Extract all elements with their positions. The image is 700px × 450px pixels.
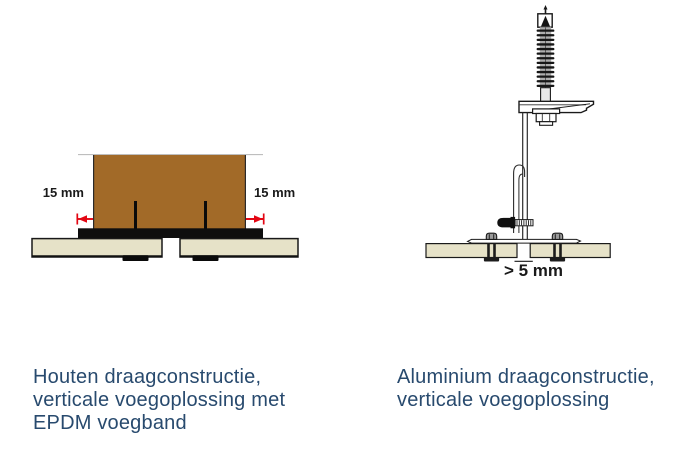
rivet-cap-right [551,232,564,240]
rivet-body-left [493,243,496,258]
rivet-body-right [553,243,556,258]
thread-rib [536,66,555,69]
rivet-body-right [559,243,562,258]
facade-panel-left [425,243,518,259]
caption-line: verticale voegoplossing met [33,389,286,411]
caption-line: Houten draagconstructie, [33,366,262,388]
profile-hook-outer [513,164,526,233]
thread-rib [536,34,555,37]
facade-panel-right [179,237,299,258]
epdm-band [78,228,263,238]
thread-rib [536,70,555,74]
wood-beam [93,155,246,229]
washer [531,108,561,115]
dimension-label-left: 15 mm [42,185,84,200]
bolt-head [497,217,511,228]
anchor-cone [541,15,550,27]
thread-rib [536,84,555,87]
facade-panel-right [529,243,611,259]
joint-plate [466,238,582,244]
thread-rib [536,80,555,83]
dimension-arrowhead-right [254,215,263,223]
caption-line: verticale voegoplossing [397,389,610,411]
thread-rib [536,61,555,64]
bolt-thread-hatch [516,220,532,226]
thread-rib [536,29,555,32]
thread-rib [536,38,555,41]
caption-wood-construction: Houten draagconstructie, verticale voego… [33,366,285,435]
rivet-foot-right [549,257,566,262]
caption-line: Aluminium draagconstructie, [397,366,655,388]
dimension-label-right: 15 mm [254,185,296,200]
thread-rib [536,57,555,60]
rivet-body-left [487,243,490,258]
caption-line: EPDM voegband [33,412,187,434]
wood-construction-diagram [31,154,299,261]
rivet-foot-left [483,257,500,262]
rivet-cap-left [485,232,498,240]
facade-panel-left [31,237,163,258]
thread-rib [536,43,555,46]
hex-nut [535,112,557,123]
screw-head-left [122,255,149,261]
dimension-arrowhead-left [78,215,87,223]
nut-taper [539,121,554,126]
thread-rib [536,47,555,51]
aluminium-construction-diagram [425,5,611,262]
thread-rib [536,52,555,55]
anchor-tip [543,5,548,10]
profile-hook-inner [518,173,523,233]
screw-head-right [192,255,219,261]
anchor-thread-ribs [536,29,555,87]
bolt-collar [510,216,516,229]
dimension-label-gap: > 5 mm [503,261,564,280]
thread-rib [536,75,555,78]
caption-aluminium-construction: Aluminium draagconstructie, verticale vo… [397,366,655,412]
